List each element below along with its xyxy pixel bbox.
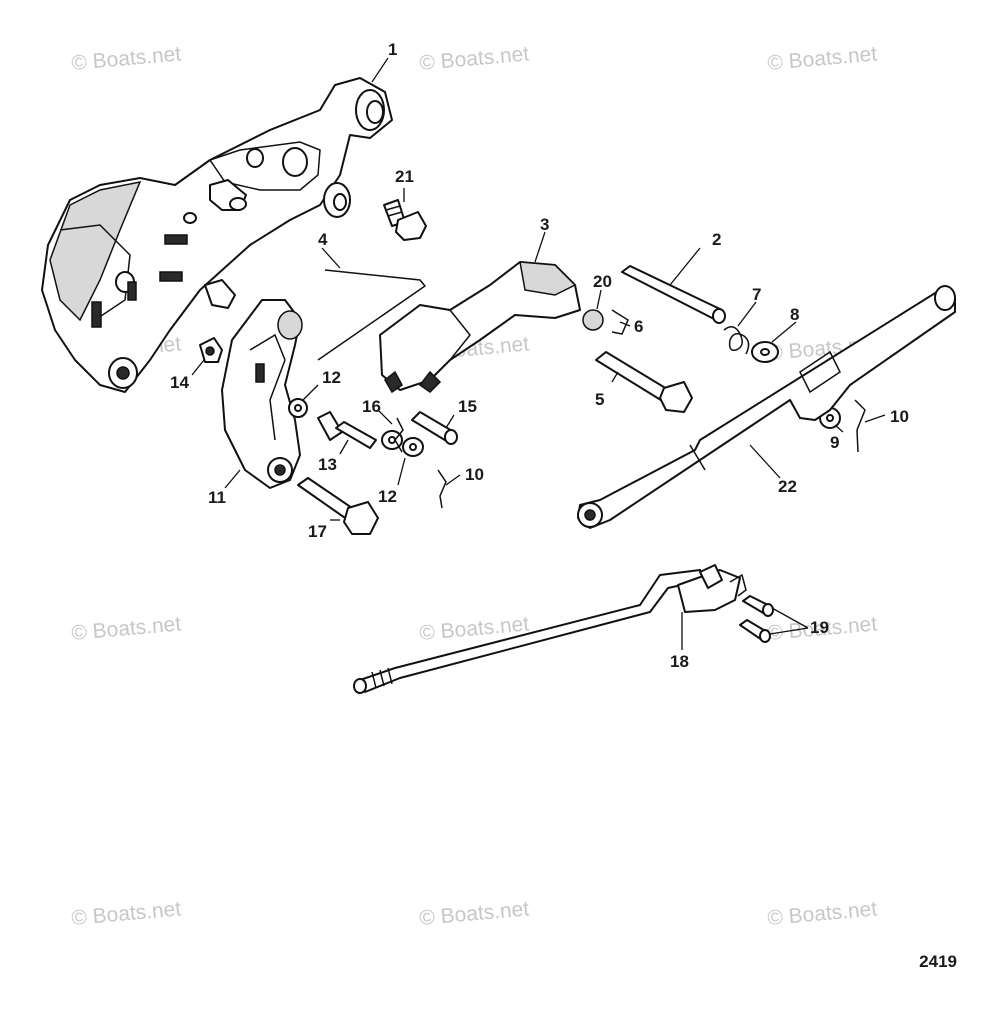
callout-16: 16	[362, 397, 381, 416]
callout-8: 8	[790, 305, 799, 324]
part-3-shift-lever	[379, 261, 581, 394]
callout-12: 12	[378, 487, 397, 506]
part-15-pin	[411, 411, 458, 445]
part-13-stud	[317, 411, 377, 449]
callout-19: 19	[810, 618, 829, 637]
callout-10: 10	[465, 465, 484, 484]
part-10-clip	[437, 469, 447, 509]
callout-9: 9	[830, 433, 839, 452]
part-4-wire-rod	[317, 269, 427, 361]
part-19-screw	[742, 595, 774, 617]
part-12-washer	[288, 398, 308, 418]
leader-lines	[191, 57, 886, 650]
part-5-bolt	[595, 351, 693, 413]
part-11-lever-arm	[221, 299, 303, 489]
callout-20: 20	[593, 272, 612, 291]
callout-15: 15	[458, 397, 477, 416]
part-10-clip	[854, 399, 866, 453]
watermark: © Boats.net	[418, 42, 530, 75]
watermark: © Boats.net	[766, 897, 878, 930]
part-6-clip	[611, 309, 629, 335]
part-12-washer	[381, 430, 424, 457]
part-2-pin	[621, 265, 726, 324]
part-8-washer	[751, 341, 779, 363]
callout-22: 22	[778, 477, 797, 496]
watermark: © Boats.net	[70, 42, 182, 75]
callout-18: 18	[670, 652, 689, 671]
callout-2: 2	[712, 230, 721, 249]
callout-1: 1	[388, 40, 397, 59]
part-19-screw	[739, 619, 771, 643]
part-21-bolt	[383, 199, 427, 241]
callout-4: 4	[318, 230, 328, 249]
figure-number: 2419	[919, 952, 957, 971]
watermark: © Boats.net	[70, 612, 182, 645]
part-7-spring	[723, 326, 750, 355]
callout-13: 13	[318, 455, 337, 474]
part-14-clip	[199, 337, 223, 363]
part-20-bushing	[582, 309, 604, 331]
callout-7: 7	[752, 285, 761, 304]
callout-11: 11	[208, 488, 226, 507]
part-18-shift-rod	[353, 564, 747, 694]
part-16-clip	[394, 417, 404, 453]
callout-3: 3	[540, 215, 549, 234]
watermark: © Boats.net	[418, 897, 530, 930]
callout-12: 12	[322, 368, 341, 387]
watermark: © Boats.net	[70, 897, 182, 930]
callout-6: 6	[634, 317, 643, 336]
callout-14: 14	[170, 373, 189, 392]
callout-17: 17	[308, 522, 327, 541]
callout-5: 5	[595, 390, 604, 409]
part-17-bolt	[297, 477, 379, 535]
watermark: © Boats.net	[766, 42, 878, 75]
callout-21: 21	[395, 167, 414, 186]
part-22-link-rod	[577, 285, 956, 529]
part-1-bracket-plate	[41, 77, 393, 393]
callout-numbers: 1 2 3 4 5 6 7 8 9 10 10 11 12 12 13 14 1…	[170, 40, 909, 671]
callout-10: 10	[890, 407, 909, 426]
